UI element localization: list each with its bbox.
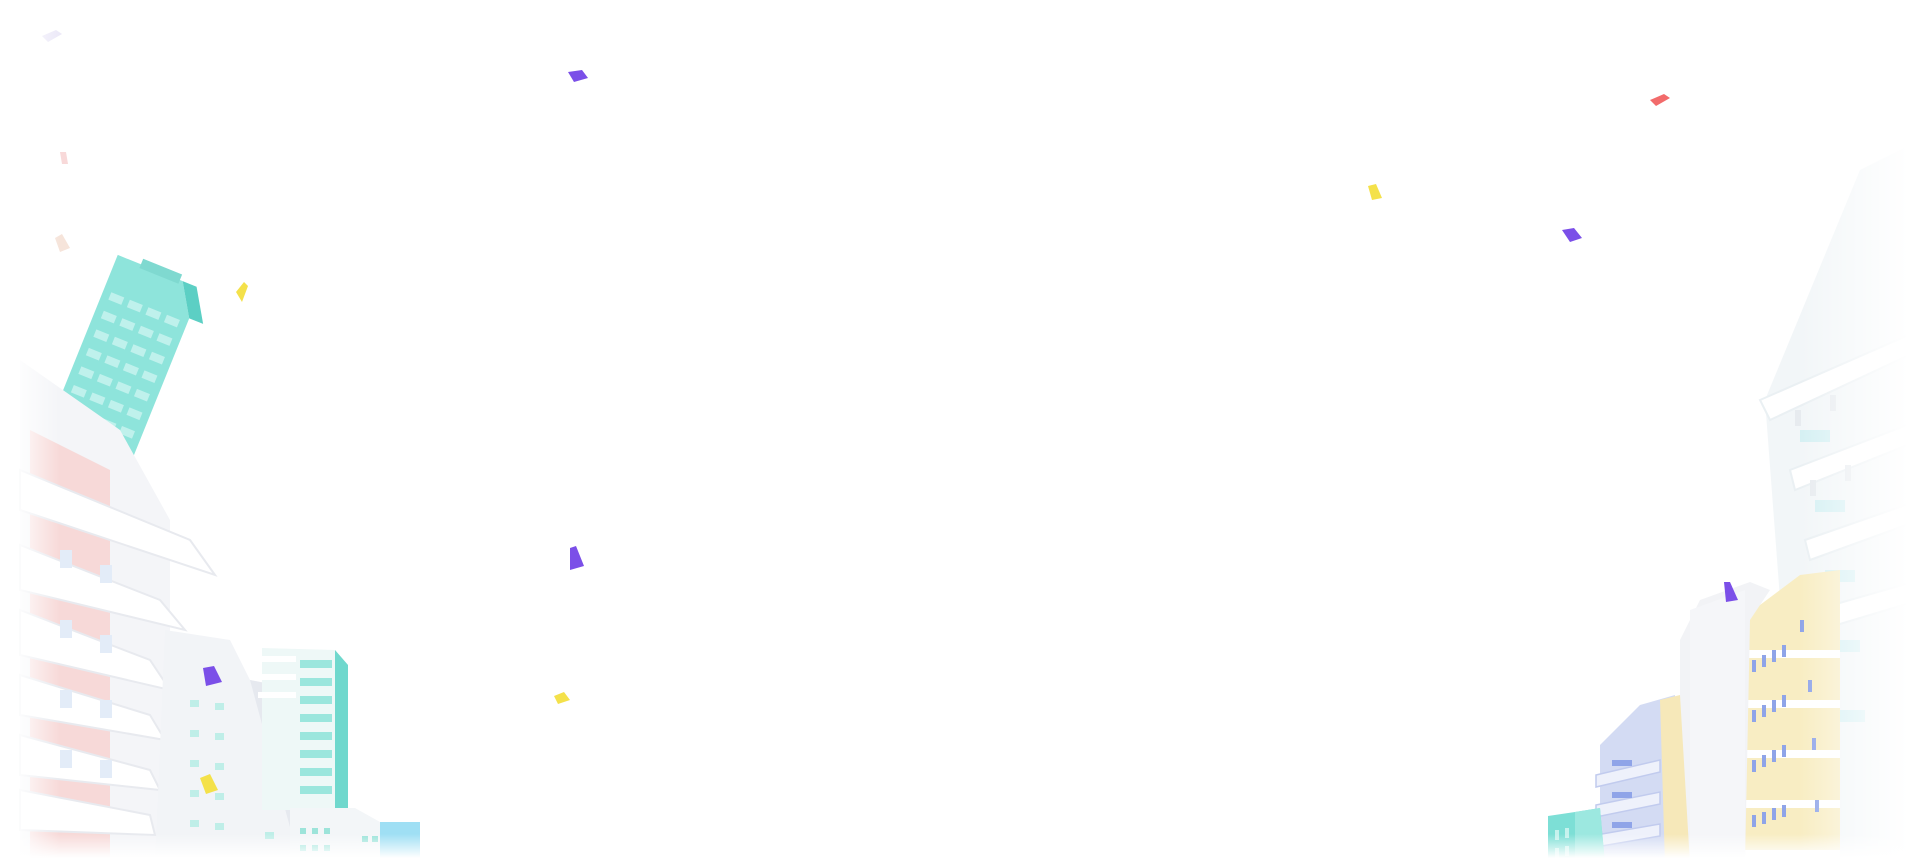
bottom-edge-fade <box>0 834 1920 864</box>
left-buildings <box>19 254 420 864</box>
confetti-piece <box>554 692 570 704</box>
confetti-piece <box>1368 184 1382 200</box>
confetti-piece <box>570 546 584 570</box>
right-edge-fade <box>1800 0 1920 864</box>
confetti-piece <box>203 666 222 686</box>
teal-small-tower <box>258 648 348 810</box>
confetti-piece <box>1650 94 1670 106</box>
confetti-piece <box>200 774 218 794</box>
confetti-piece <box>1562 228 1582 242</box>
confetti-piece <box>1724 582 1738 602</box>
left-edge-fade <box>0 0 60 864</box>
confetti-piece <box>568 70 588 82</box>
white-step-building <box>1680 582 1770 864</box>
confetti-piece <box>60 152 68 164</box>
confetti-piece <box>236 282 248 302</box>
